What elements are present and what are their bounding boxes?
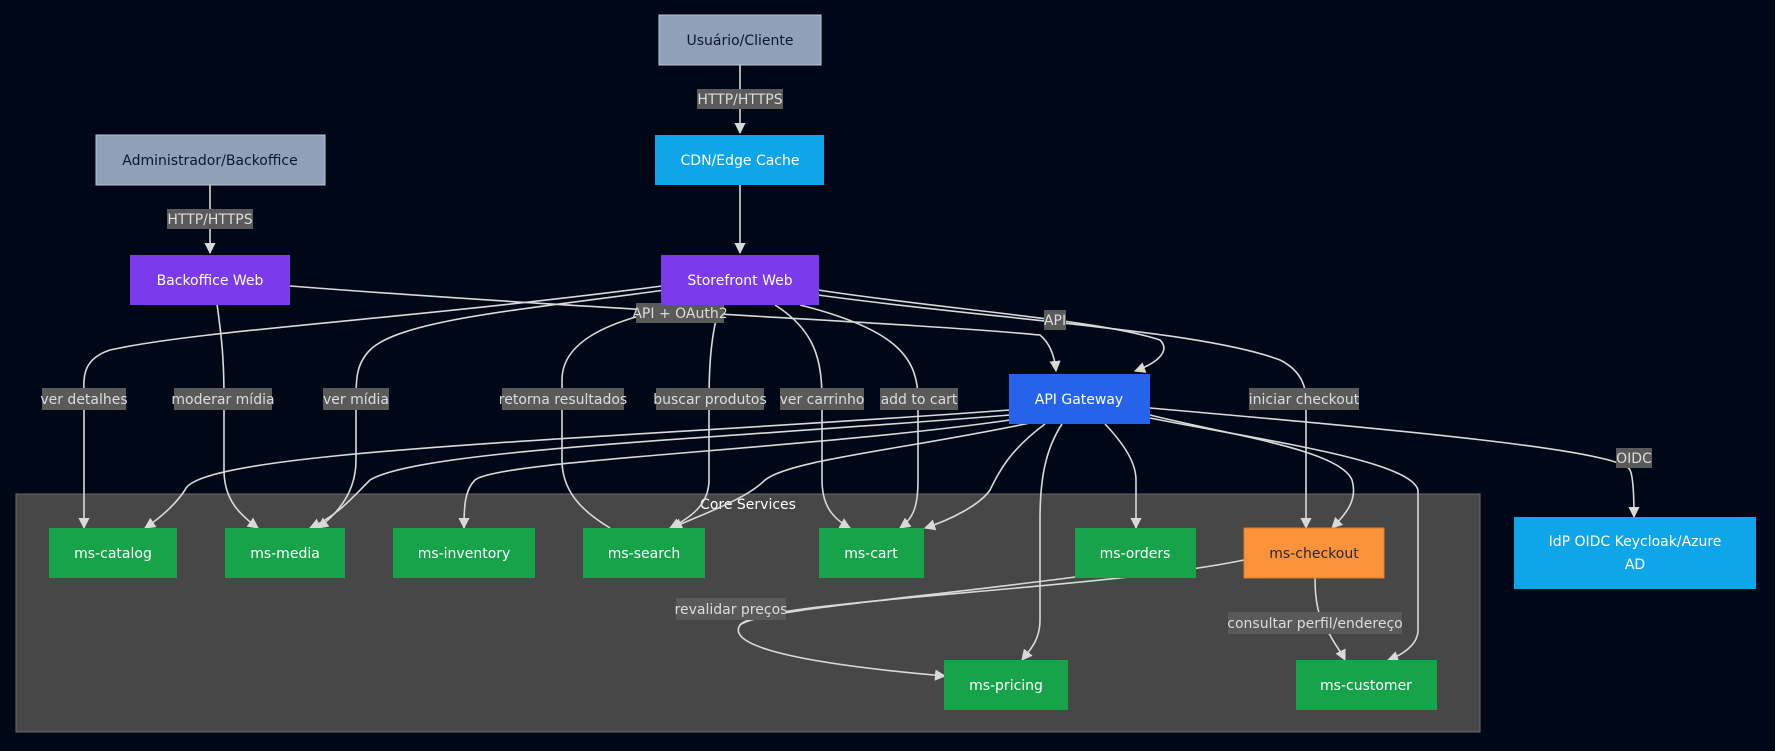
label-bg-moderar-midia: [174, 388, 272, 410]
edge-backoffice-gateway: [289, 285, 1061, 373]
node-ms-cart-label: ms-cart: [844, 546, 898, 562]
edge-gateway-customer: [1149, 417, 1419, 662]
node-api-gateway-label: API Gateway: [1035, 392, 1123, 408]
node-idp-oidc[interactable]: [1514, 517, 1756, 589]
node-ms-orders[interactable]: [1075, 528, 1196, 578]
node-ms-catalog[interactable]: [49, 528, 177, 578]
node-backoffice-web-label: Backoffice Web: [157, 273, 264, 289]
node-cdn-edge-cache-label: CDN/Edge Cache: [681, 153, 800, 169]
node-cdn-edge-cache[interactable]: [655, 135, 824, 185]
edge-label-oidc: OIDC: [1616, 451, 1652, 467]
edge-gateway-orders: [1104, 423, 1142, 530]
node-ms-media[interactable]: [225, 528, 345, 578]
node-ms-checkout-label: ms-checkout: [1269, 546, 1359, 562]
node-ms-customer[interactable]: [1296, 660, 1437, 710]
edge-label-ver-detalhes: ver detalhes: [40, 392, 127, 408]
node-ms-pricing-label: ms-pricing: [969, 678, 1043, 694]
edge-label-iniciar-checkout: iniciar checkout: [1249, 392, 1360, 408]
node-ms-inventory-label: ms-inventory: [418, 546, 511, 562]
node-administrador-backoffice[interactable]: [95, 134, 326, 186]
label-bg-user-cdn: [697, 89, 783, 109]
node-storefront-web[interactable]: [661, 255, 819, 305]
node-ms-inventory[interactable]: [393, 528, 535, 578]
label-bg-ver-carrinho: [780, 388, 864, 410]
edge-checkout-customer: [1314, 577, 1346, 662]
node-ms-search[interactable]: [583, 528, 705, 578]
node-ms-customer-label: ms-customer: [1320, 678, 1412, 694]
label-bg-ver-midia: [323, 388, 389, 410]
edge-label-ver-midia: ver mídia: [323, 392, 389, 408]
edge-label-moderar-midia: moderar mídia: [171, 392, 274, 408]
edge-label-to-gateway: API + OAuth2: [632, 306, 727, 322]
edge-gateway-pricing: [1021, 423, 1063, 661]
node-ms-catalog-label: ms-catalog: [74, 546, 152, 562]
node-idp-oidc-label-line2: AD: [1625, 557, 1645, 573]
node-ms-cart[interactable]: [819, 528, 924, 578]
edge-label-revalidar-precos: revalidar preços: [675, 602, 788, 618]
edge-label-retorna-resultados: retorna resultados: [499, 392, 627, 408]
edge-storefront-media: [317, 289, 666, 529]
edge-label-ver-carrinho: ver carrinho: [780, 392, 865, 408]
label-bg-consultar-perfil: [1228, 612, 1402, 634]
edge-search-storefront: [561, 301, 692, 529]
label-bg-revalidar-precos: [676, 598, 786, 620]
label-bg-storefront-gateway: [1044, 310, 1066, 330]
node-administrador-backoffice-label: Administrador/Backoffice: [122, 153, 297, 169]
edge-label-user-cdn: HTTP/HTTPS: [697, 92, 782, 108]
node-ms-checkout[interactable]: [1243, 527, 1385, 579]
core-services-label: Core Services: [700, 497, 796, 513]
edge-gateway-catalog: [144, 409, 1011, 529]
edge-gateway-idp: [1149, 407, 1640, 519]
node-usuario-cliente-label: Usuário/Cliente: [686, 33, 793, 49]
node-api-gateway[interactable]: [1009, 374, 1150, 424]
label-bg-to-gateway: [636, 303, 724, 323]
node-usuario-cliente[interactable]: [658, 14, 822, 66]
node-storefront-web-label: Storefront Web: [687, 273, 792, 289]
label-bg-iniciar-checkout: [1249, 388, 1359, 410]
label-bg-ver-detalhes: [42, 388, 126, 410]
node-ms-search-label: ms-search: [608, 546, 681, 562]
label-bg-add-to-cart: [880, 388, 958, 410]
label-bg-retorna-resultados: [502, 388, 624, 410]
label-bg-admin-backoffice: [167, 209, 253, 229]
edge-label-admin-backoffice: HTTP/HTTPS: [167, 212, 252, 228]
label-bg-buscar-produtos: [656, 388, 764, 410]
edge-label-storefront-gateway: API: [1044, 313, 1066, 329]
node-backoffice-web[interactable]: [130, 255, 290, 305]
node-ms-pricing[interactable]: [944, 660, 1068, 710]
edge-gateway-inventory: [458, 419, 1011, 530]
node-ms-orders-label: ms-orders: [1100, 546, 1171, 562]
edge-label-consultar-perfil: consultar perfil/endereço: [1227, 616, 1402, 632]
edge-gateway-media: [308, 414, 1011, 529]
edge-gateway-search: [670, 422, 1031, 529]
edge-label-add-to-cart: add to cart: [881, 392, 958, 408]
edge-gateway-cart: [923, 423, 1046, 531]
node-ms-media-label: ms-media: [250, 546, 320, 562]
edge-storefront-catalog: [78, 285, 663, 530]
edge-storefront-checkout: [817, 294, 1312, 530]
node-idp-oidc-label-line1: IdP OIDC Keycloak/Azure: [1549, 534, 1722, 550]
edge-storefront-cart-add: [799, 304, 919, 529]
edge-label-buscar-produtos: buscar produtos: [653, 392, 767, 408]
label-bg-oidc: [1616, 448, 1652, 468]
